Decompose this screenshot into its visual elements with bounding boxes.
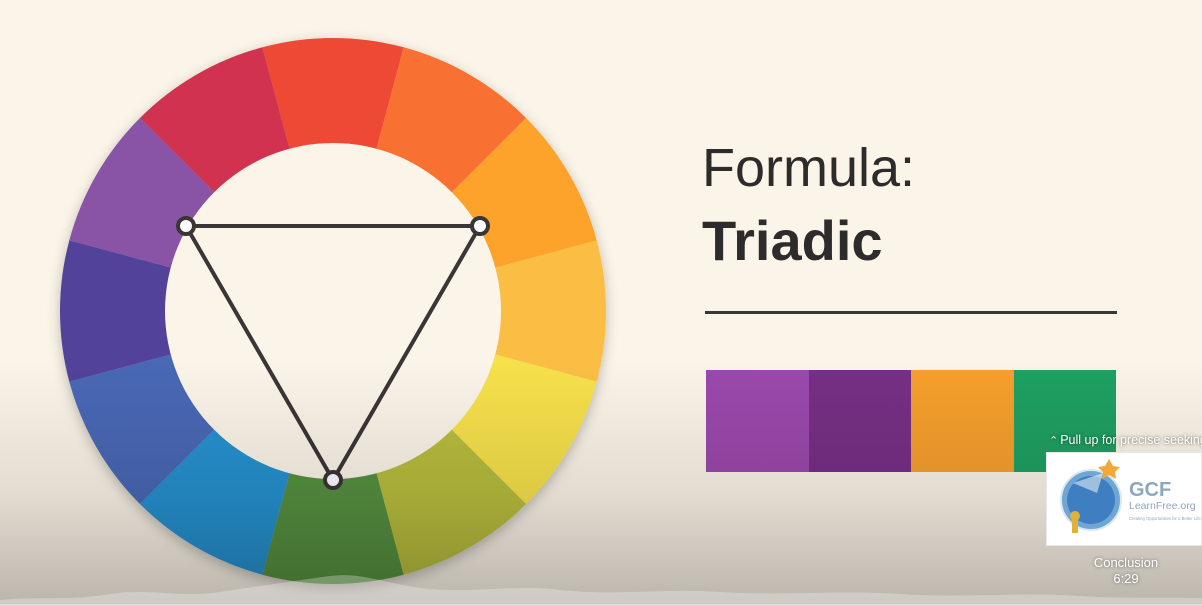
palette-swatch [911,370,1014,472]
seek-hint-label: Pull up for precise seeking [1060,433,1202,447]
gcf-logo: GCF LearnFree.org Creating Opportunities… [1060,459,1201,533]
palette-swatch [706,370,809,472]
seek-preview-thumbnail: GCF LearnFree.org Creating Opportunities… [1046,452,1202,546]
chevron-double-up-icon: ⌃ [1049,435,1059,447]
formula-label: Formula: [702,138,916,198]
color-wheel-segment [446,352,597,505]
palette-swatch [808,370,911,472]
color-wheel-segment [262,38,404,157]
triangle-vertex-marker [323,470,343,490]
seek-heatmap[interactable] [0,570,1202,606]
seek-hint: ⌃Pull up for precise seeking [1049,433,1202,447]
color-wheel-segment [487,240,606,382]
color-wheel-segment [139,47,292,198]
triadic-triangle [184,224,482,482]
title-divider [705,311,1117,314]
chapter-title: Conclusion [1093,555,1159,570]
color-wheel-segment [139,424,292,575]
color-wheel-segment [60,240,179,382]
color-wheel [60,38,606,584]
color-wheel-segment [374,47,527,198]
color-wheel-segment [374,424,527,575]
triadic-palette [706,370,1116,472]
color-wheel-segment [69,352,220,505]
triangle-vertex-marker [176,216,196,236]
triangle-vertex-marker [470,216,490,236]
gcf-logo-text: GCF [1129,479,1171,501]
gcf-logo-tagline: Creating Opportunities for a Better Life [1129,516,1201,521]
gcf-logo-subtext: LearnFree.org [1129,500,1196,512]
color-wheel-segment [262,465,404,584]
color-wheel-center [165,143,501,479]
chapter-timestamp: 6:29 [1113,571,1139,586]
scheme-name-heading: Triadic [702,209,883,272]
